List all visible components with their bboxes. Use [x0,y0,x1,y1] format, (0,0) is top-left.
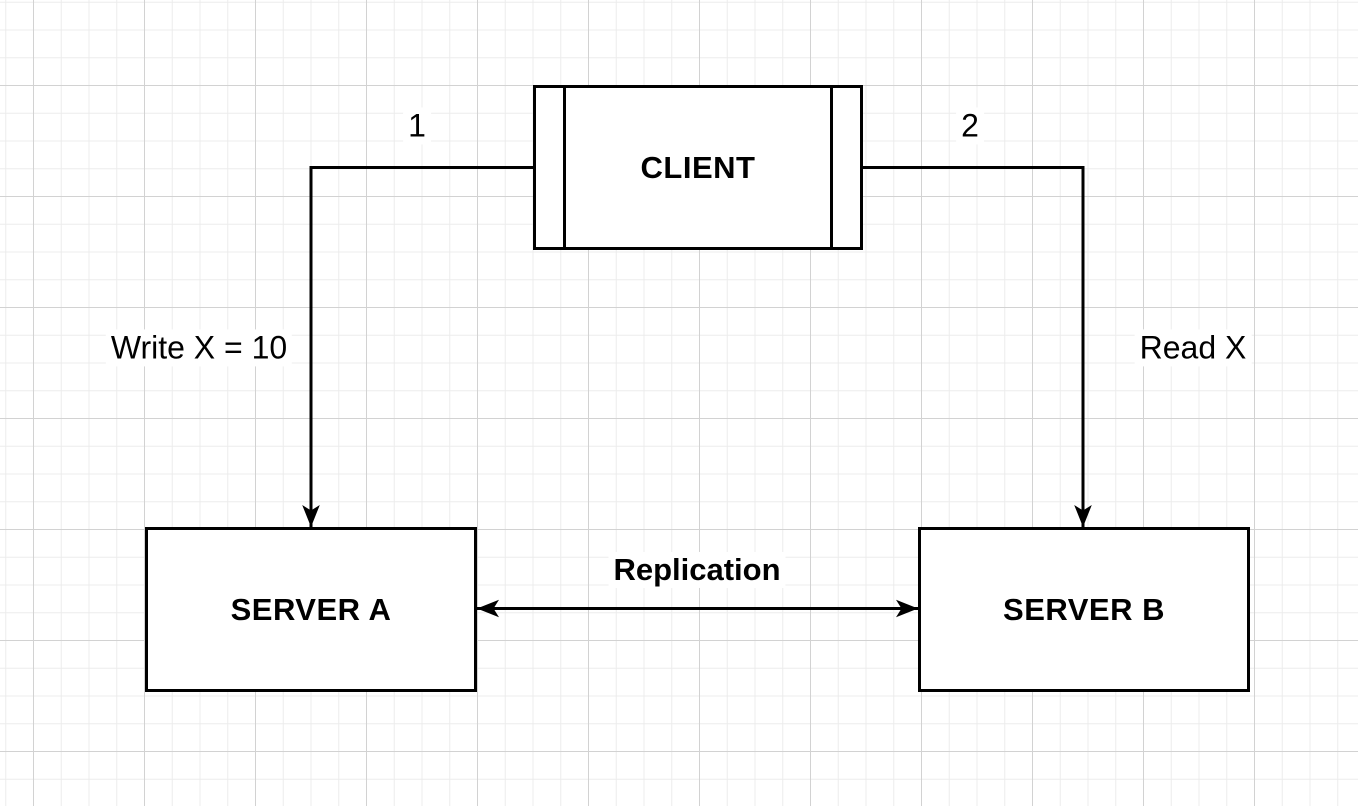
server-b-node-label: SERVER B [1003,591,1165,627]
server-b-node[interactable]: SERVER B [918,527,1250,692]
process-bar-left [563,88,566,247]
replication-edge-label: Replication [608,551,786,589]
write-edge-label: Write X = 10 [105,329,293,367]
write-edge-sequence-label: 1 [403,107,431,145]
process-bar-right [830,88,833,247]
client-node-label: CLIENT [640,149,756,185]
read-edge-sequence-label: 2 [956,107,984,145]
server-a-node-label: SERVER A [230,591,392,627]
client-node[interactable]: CLIENT [533,85,863,250]
edge-read-arrow[interactable] [863,166,1092,528]
server-a-node[interactable]: SERVER A [145,527,477,692]
read-edge-label: Read X [1134,329,1252,367]
edge-write-arrow[interactable] [302,166,533,528]
